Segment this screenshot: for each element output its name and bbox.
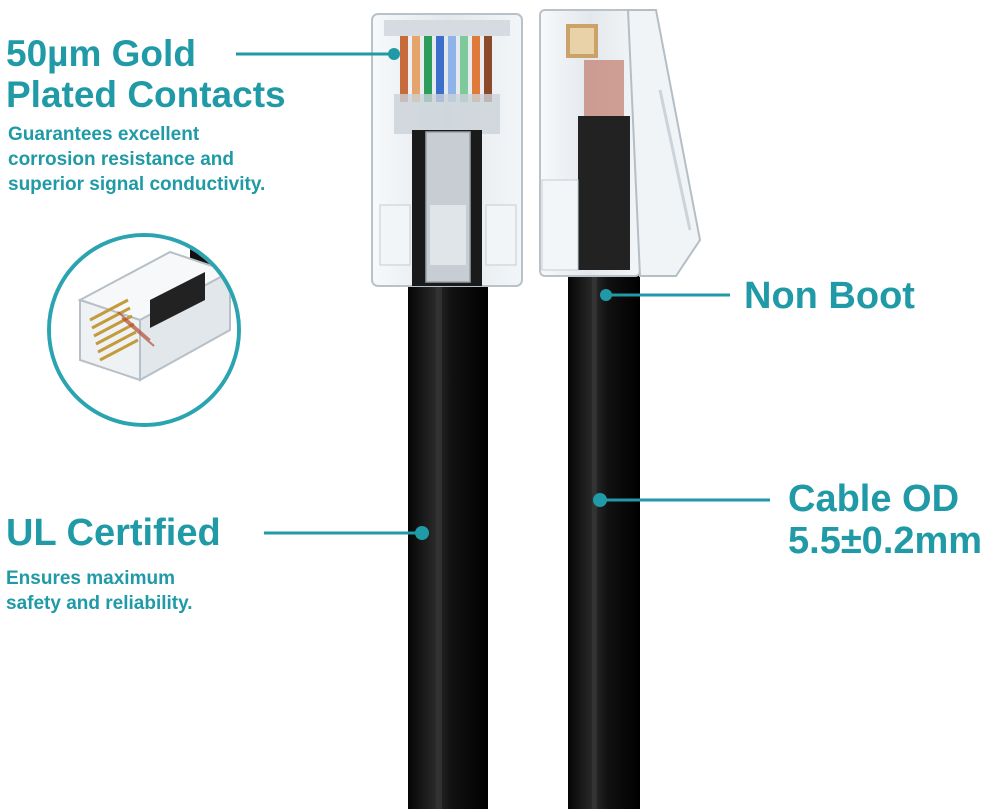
cable-od-title-line2: 5.5±0.2mm	[788, 520, 983, 562]
gold-contacts-desc-line1: Guarantees excellent	[8, 124, 200, 145]
rj45-connector-side-icon	[539, 9, 702, 277]
callout-lines	[236, 48, 770, 540]
ul-certified-desc-line1: Ensures maximum	[6, 568, 175, 589]
cable-od-title: Cable OD 5.5±0.2mm	[788, 478, 982, 562]
gold-contacts-title-line2: Plated Contacts	[6, 74, 286, 115]
rj45-connector-front-icon	[371, 13, 523, 287]
non-boot-title: Non Boot	[744, 275, 915, 317]
side-cable	[568, 270, 640, 809]
gold-contacts-title: 50µm Gold Plated Contacts	[6, 33, 286, 115]
ul-certified-desc-line2: safety and reliability.	[6, 593, 193, 614]
rj45-connector-closeup-icon	[47, 233, 241, 427]
cable-od-title-line1: Cable OD	[788, 478, 960, 520]
ul-certified-description: Ensures maximum safety and reliability.	[6, 566, 193, 616]
front-cable	[408, 285, 488, 809]
gold-contacts-desc-line3: superior signal conductivity.	[8, 174, 266, 195]
gold-contacts-description: Guarantees excellent corrosion resistanc…	[8, 122, 265, 197]
gold-contacts-title-line1: 50µm Gold	[6, 33, 196, 74]
gold-contacts-desc-line2: corrosion resistance and	[8, 149, 234, 170]
ul-certified-title: UL Certified	[6, 512, 221, 554]
